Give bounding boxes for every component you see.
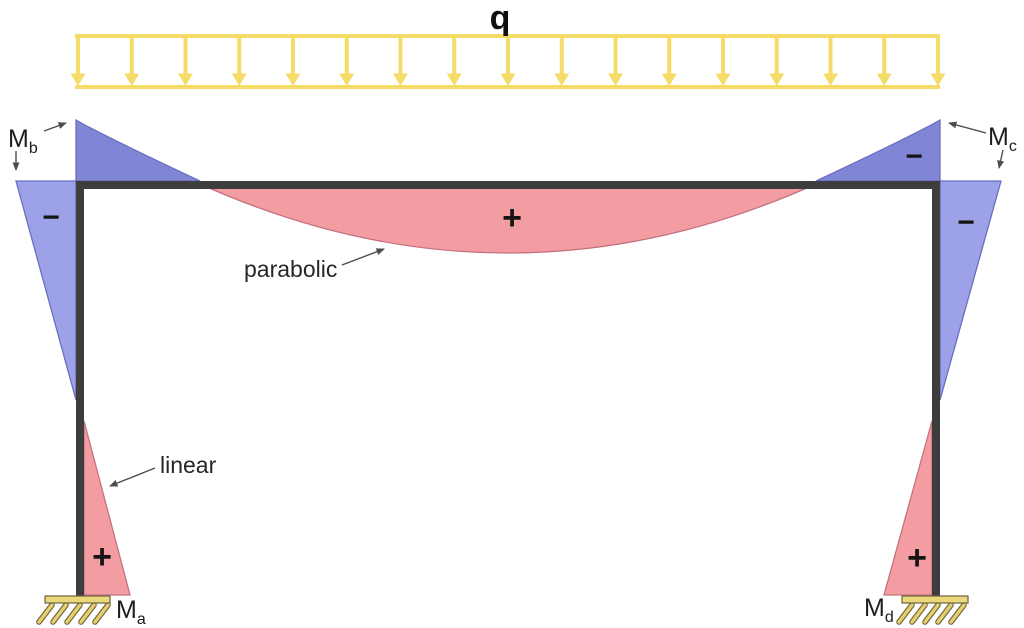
leader-linear xyxy=(109,467,156,487)
frame-beam xyxy=(76,181,940,189)
load-arrow-head xyxy=(500,73,516,86)
load-arrow-head xyxy=(285,73,301,86)
load-label: q xyxy=(490,0,511,37)
load-arrow-head xyxy=(608,73,623,86)
label-linear: linear xyxy=(160,452,217,478)
load-arrow-head xyxy=(930,73,946,86)
sign-right-outer-minus: − xyxy=(957,206,975,239)
support-hatch-stroke xyxy=(936,603,953,624)
support-hatch-left xyxy=(36,602,111,625)
support-hatch-stroke xyxy=(897,603,914,624)
moment-signs: − − − + + + xyxy=(42,140,975,577)
load-arrow-head xyxy=(715,73,731,86)
annotations: Mb Mc Ma Md parabolic linear xyxy=(8,121,1017,628)
frame xyxy=(76,181,940,596)
label-mc: Mc xyxy=(988,123,1017,155)
load-arrow-head xyxy=(70,73,86,86)
leader-mc-down xyxy=(997,149,1005,169)
support-hatch-stroke xyxy=(51,603,68,624)
label-ma: Ma xyxy=(116,596,146,628)
corner-negative-right xyxy=(815,118,941,182)
leader-mc-to-corner xyxy=(948,121,987,134)
leader-parabolic xyxy=(341,248,385,266)
distributed-load: q xyxy=(70,0,946,89)
support-pad-left xyxy=(44,595,111,604)
frame-column-right xyxy=(932,181,940,596)
load-arrow-head xyxy=(393,73,408,86)
support-hatch-stroke xyxy=(37,603,54,624)
leader-mb-to-corner xyxy=(43,122,67,132)
support-hatch-stroke xyxy=(910,603,927,624)
load-arrow-head xyxy=(339,73,355,86)
load-arrow-head xyxy=(124,73,140,86)
sign-left-base-plus: + xyxy=(92,538,112,576)
label-md: Md xyxy=(864,594,894,626)
load-arrow-head xyxy=(178,73,193,86)
load-arrow-head xyxy=(661,73,677,86)
label-parabolic: parabolic xyxy=(244,256,337,282)
support-hatch-stroke xyxy=(79,603,96,624)
sign-right-base-plus: + xyxy=(907,539,927,577)
sign-beam-plus: + xyxy=(502,199,522,237)
load-arrow-head xyxy=(823,73,838,86)
sign-right-corner-minus: − xyxy=(905,140,923,173)
load-arrow-head xyxy=(769,73,785,86)
corner-negative-left xyxy=(75,118,201,182)
load-arrow-head xyxy=(231,73,247,86)
support-hatch-stroke xyxy=(65,603,82,624)
sign-left-outer-minus: − xyxy=(42,201,60,234)
moment-regions xyxy=(15,118,1002,596)
support-hatch-stroke xyxy=(949,603,966,624)
label-mb: Mb xyxy=(8,125,38,157)
frame-column-left xyxy=(76,181,84,596)
support-hatch-stroke xyxy=(93,603,110,624)
load-arrow-head xyxy=(554,73,570,86)
support-hatch-stroke xyxy=(923,603,940,624)
load-arrows xyxy=(70,38,946,86)
supports xyxy=(36,595,969,625)
load-arrow-head xyxy=(446,73,462,86)
support-hatch-right xyxy=(896,602,967,625)
support-pad-right xyxy=(901,595,969,604)
beam-positive-parabola xyxy=(199,183,817,254)
load-arrow-head xyxy=(876,73,892,86)
